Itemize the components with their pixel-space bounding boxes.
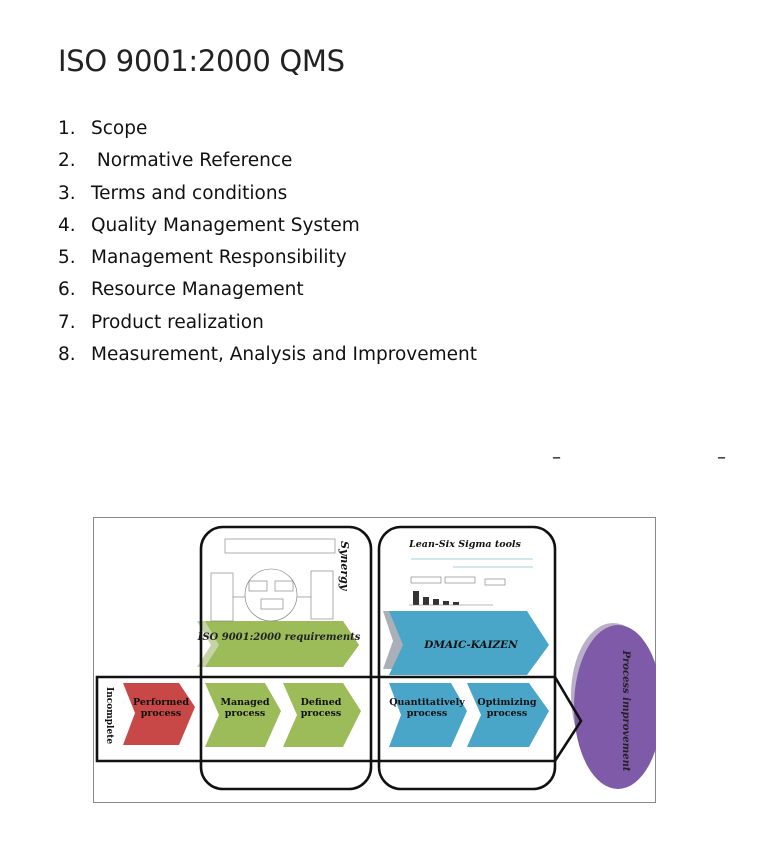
managed-label-1: Managed xyxy=(220,697,269,708)
quantitative-label-2: process xyxy=(407,708,448,719)
dmaic-kaizen-label: DMAIC-KAIZEN xyxy=(423,639,518,651)
list-item-text: Management Responsibility xyxy=(91,247,347,269)
maturity-band-outline xyxy=(95,675,583,763)
list-item-number: 7. xyxy=(58,311,76,333)
list-item: 5. Management Responsibility xyxy=(58,244,477,276)
list-item: 7. Product realization xyxy=(58,309,477,341)
process-improvement-ellipse xyxy=(574,625,656,789)
quantitative-label-1: Quantitatively xyxy=(389,697,465,708)
dash-mark: – xyxy=(552,447,561,468)
figure-border xyxy=(93,517,656,803)
managed-arrow xyxy=(205,683,281,747)
list-item: 1. Scope xyxy=(58,115,477,147)
list-item-text: Normative Reference xyxy=(91,150,293,172)
optimizing-label-2: process xyxy=(487,708,528,719)
process-improvement-label: Process improvement xyxy=(620,650,631,772)
page-title: ISO 9001:2000 QMS xyxy=(58,44,345,78)
list-item-number: 4. xyxy=(58,214,76,236)
iso-requirements-label: ISO 9001:2000 requirements xyxy=(197,632,361,643)
list-item-number: 3. xyxy=(58,182,76,204)
defined-arrow xyxy=(283,683,361,747)
dmaic-kaizen-arrow xyxy=(389,611,549,675)
list-item: 2. Normative Reference xyxy=(58,147,477,179)
list-item-text: Product realization xyxy=(91,311,264,333)
list-item: 3. Terms and conditions xyxy=(58,180,477,212)
iso-group-frame xyxy=(199,525,373,791)
list-item-number: 8. xyxy=(58,344,76,366)
list-item-text: Scope xyxy=(91,118,148,139)
managed-label-2: process xyxy=(225,708,266,719)
list-item-number: 2. xyxy=(58,150,76,172)
quantitative-arrow xyxy=(389,683,467,747)
performed-label-2: process xyxy=(141,708,182,719)
optimizing-label-1: Optimizing xyxy=(477,697,536,708)
list-item: 8. Measurement, Analysis and Improvement xyxy=(58,341,477,373)
list-item-text: Quality Management System xyxy=(91,214,360,236)
defined-label-1: Defined xyxy=(301,697,342,708)
list-item: 6. Resource Management xyxy=(58,276,477,308)
incomplete-label: Incomplete xyxy=(104,687,114,744)
process-maturity-figure: ISO 9001:2000 requirements DMAIC-KAIZEN … xyxy=(93,517,656,803)
list-item-text: Resource Management xyxy=(91,279,304,301)
lean-group-frame xyxy=(377,525,557,791)
performed-arrow xyxy=(123,683,195,745)
optimizing-arrow xyxy=(467,683,549,747)
dash-mark: – xyxy=(717,447,726,468)
defined-label-2: process xyxy=(301,708,342,719)
list-item: 4. Quality Management System xyxy=(58,212,477,244)
list-item-text: Measurement, Analysis and Improvement xyxy=(91,344,478,366)
lean-tools-thumbnail xyxy=(409,558,533,606)
lean-tools-label: Lean-Six Sigma tools xyxy=(408,539,521,550)
list-item-number: 1. xyxy=(58,118,76,139)
list-item-text: Terms and conditions xyxy=(91,182,288,204)
section-list: 1. Scope 2. Normative Reference 3. Terms and… xyxy=(58,115,477,373)
performed-label-1: Performed xyxy=(133,697,189,708)
iso-model-thumbnail xyxy=(210,538,336,622)
synergy-label: Synergy xyxy=(338,541,351,592)
iso-requirements-arrow xyxy=(205,621,359,667)
list-item-number: 5. xyxy=(58,247,76,269)
list-item-number: 6. xyxy=(58,279,76,301)
